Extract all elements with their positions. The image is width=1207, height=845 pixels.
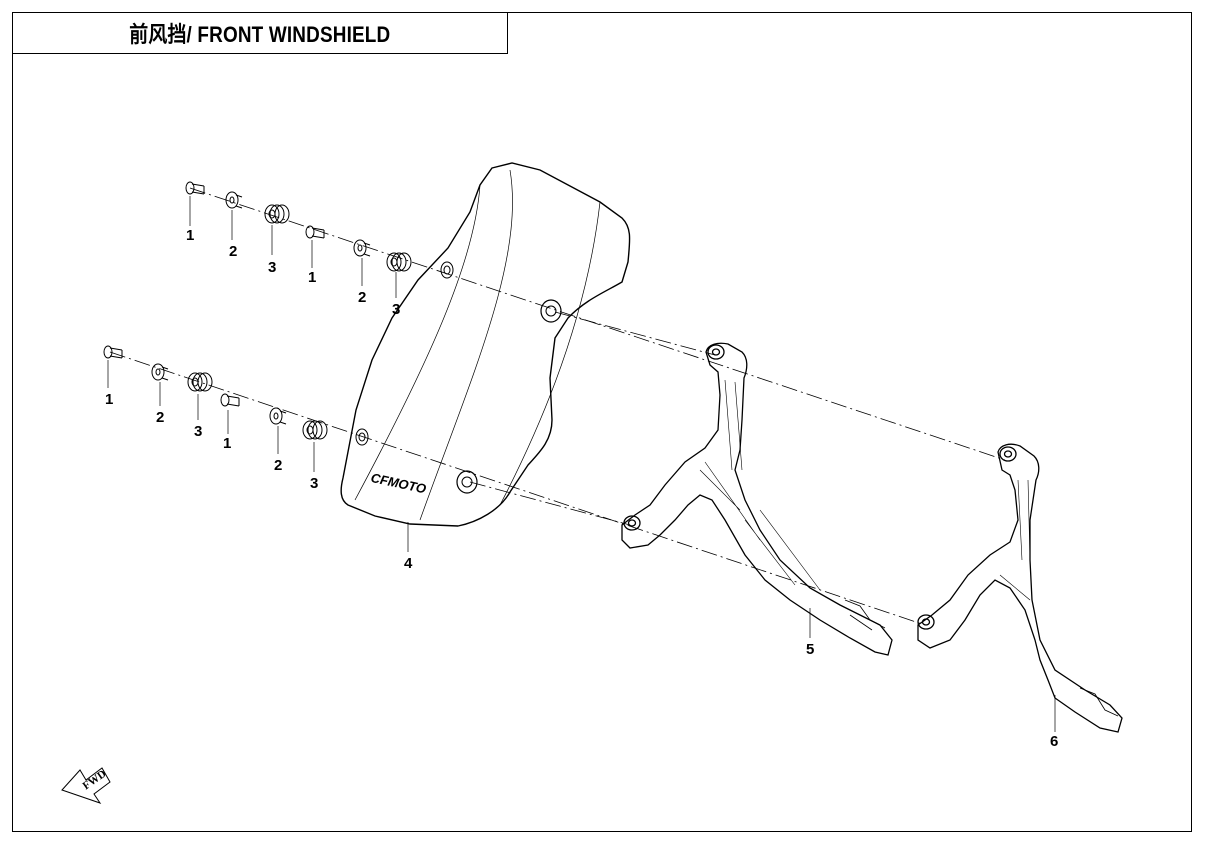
fwd-arrow-icon bbox=[61, 767, 111, 804]
callout-2: 2 bbox=[358, 289, 366, 306]
callout-3: 3 bbox=[194, 423, 202, 440]
grommet-3a bbox=[264, 204, 290, 224]
grommet-3b bbox=[386, 252, 412, 272]
alignment-lines bbox=[109, 187, 1006, 626]
washer-2d bbox=[269, 407, 287, 425]
grommet-3c bbox=[187, 372, 213, 392]
bolt-1d bbox=[220, 393, 240, 407]
callout-1: 1 bbox=[223, 435, 231, 452]
callout-1: 1 bbox=[105, 391, 113, 408]
callout-6: 6 bbox=[1050, 733, 1058, 750]
mounting-bracket-5 bbox=[621, 342, 893, 656]
fastener-set-b bbox=[305, 225, 412, 298]
callout-1: 1 bbox=[186, 227, 194, 244]
windshield-logo: CFMOTO bbox=[370, 470, 428, 496]
windshield bbox=[340, 162, 631, 527]
fastener-set-c bbox=[103, 345, 213, 420]
callout-1: 1 bbox=[308, 269, 316, 286]
callout-5: 5 bbox=[806, 641, 814, 658]
washer-2a bbox=[225, 191, 243, 209]
mounting-bracket-6 bbox=[917, 443, 1123, 733]
washer-2b bbox=[353, 239, 371, 257]
callout-2: 2 bbox=[156, 409, 164, 426]
washer-2c bbox=[151, 363, 169, 381]
grommet-3d bbox=[302, 420, 328, 440]
fastener-set-d bbox=[220, 393, 328, 472]
bolt-1a bbox=[185, 181, 205, 195]
fastener-set-a bbox=[185, 181, 290, 255]
title-block: 前风挡/ FRONT WINDSHIELD bbox=[12, 12, 508, 54]
diagram-title: 前风挡/ FRONT WINDSHIELD bbox=[128, 21, 391, 47]
callouts: 1 2 3 1 2 3 1 2 3 1 2 3 4 5 6 bbox=[105, 227, 1058, 750]
callout-3: 3 bbox=[268, 259, 276, 276]
callout-3: 3 bbox=[392, 301, 400, 318]
bolt-1b bbox=[305, 225, 325, 239]
bolt-1c bbox=[103, 345, 123, 359]
callout-3: 3 bbox=[310, 475, 318, 492]
callout-4: 4 bbox=[404, 555, 413, 572]
callout-2: 2 bbox=[229, 243, 237, 260]
callout-2: 2 bbox=[274, 457, 282, 474]
drawing-frame bbox=[12, 12, 1192, 832]
